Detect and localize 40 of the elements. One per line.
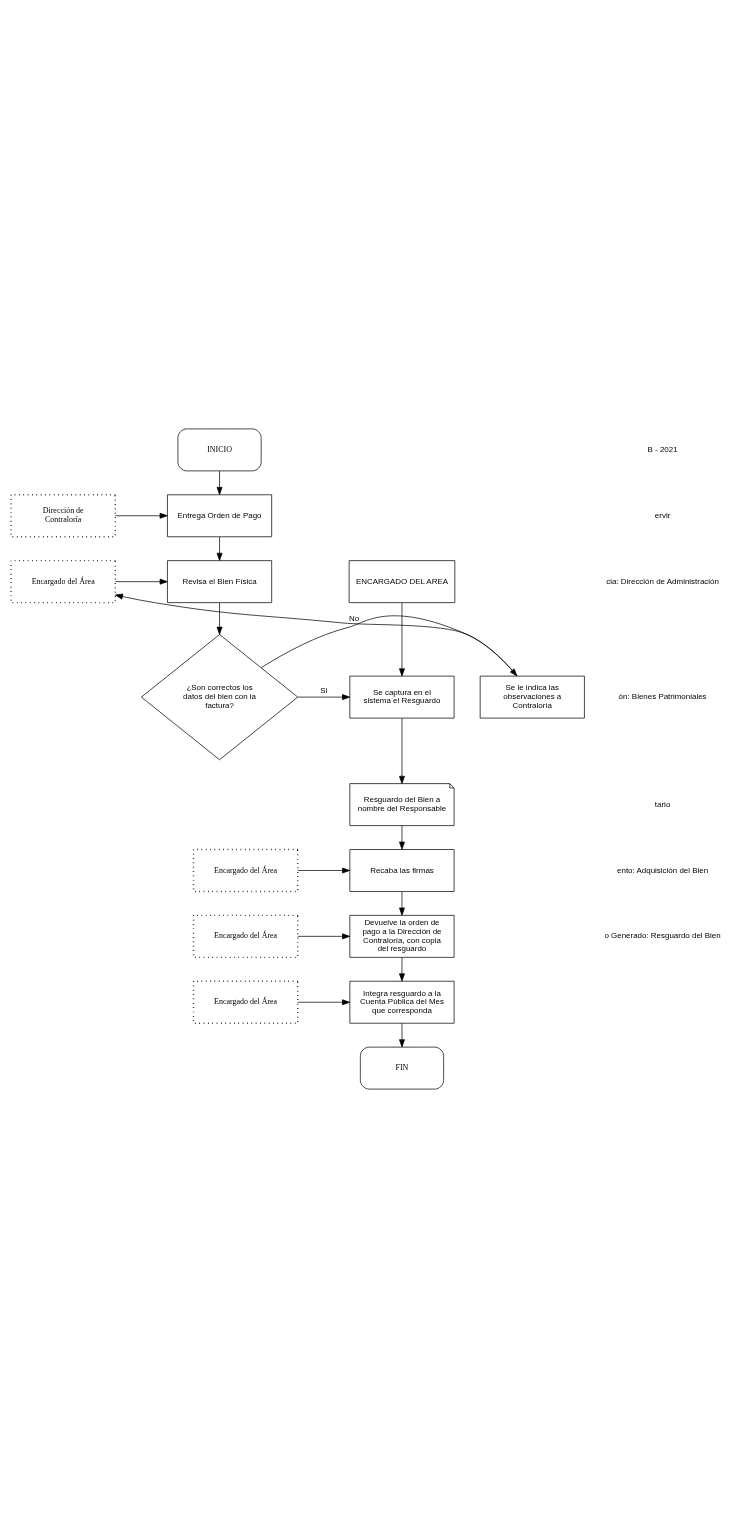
- node-box: Integra resguardo a la Cuenta Pública del Mes que corresponda: [349, 980, 455, 1024]
- node-box: Se captura en el sistema el Resguardo: [349, 675, 455, 719]
- node-diamond: ¿Son correctos los datos del bien con la factura?: [141, 634, 299, 761]
- node-box: INICIO: [177, 428, 262, 472]
- arrow: [297, 867, 351, 874]
- node-box: Encargado del Área: [10, 559, 117, 604]
- arrow: [297, 933, 351, 940]
- node-box: ENCARGADO DEL AREA: [348, 560, 456, 603]
- edge-label: Si: [320, 685, 328, 695]
- arrow: [216, 602, 223, 635]
- label: ento: Adquisición del Bien: [617, 865, 709, 875]
- edge-label: No: [349, 613, 360, 623]
- arrow: [399, 825, 405, 850]
- arrow: [399, 957, 405, 982]
- node-box: Encargado del Área: [192, 848, 299, 893]
- node-box: Se le indica las observaciones a Contraloría: [479, 675, 585, 719]
- arrow: [115, 512, 168, 519]
- arrow: [297, 999, 351, 1006]
- arrow: [399, 1023, 405, 1048]
- node-box: FIN: [360, 1046, 444, 1090]
- label: o Generado: Resguardo del Bien: [604, 931, 721, 941]
- node-box: Revisa el Bien Física: [167, 560, 273, 603]
- node-box: Encargado del Área: [192, 914, 299, 959]
- node-box: Devuelve la orden de pago a la Dirección de Contraloría, con copia del resguardo: [349, 915, 455, 958]
- node-box: Dirección de Contraloría: [10, 494, 117, 538]
- label: cia: Dirección de Administración: [606, 576, 719, 586]
- node-box: Recaba las firmas: [349, 849, 455, 892]
- label: ón: Bienes Patrimoniales: [618, 692, 707, 702]
- arrow: [399, 891, 405, 916]
- arrow: [297, 694, 351, 700]
- node-box: Encargado del Área: [192, 980, 299, 1024]
- label: ervir: [654, 510, 671, 520]
- node-box: Entrega Orden de Pago: [167, 494, 273, 538]
- arrow: [216, 470, 223, 495]
- arrow: [399, 717, 405, 784]
- label: B - 2021: [647, 444, 678, 454]
- arrow: [216, 536, 223, 561]
- label: tario: [654, 799, 671, 809]
- arrow: [115, 578, 168, 585]
- arrow: [399, 602, 405, 677]
